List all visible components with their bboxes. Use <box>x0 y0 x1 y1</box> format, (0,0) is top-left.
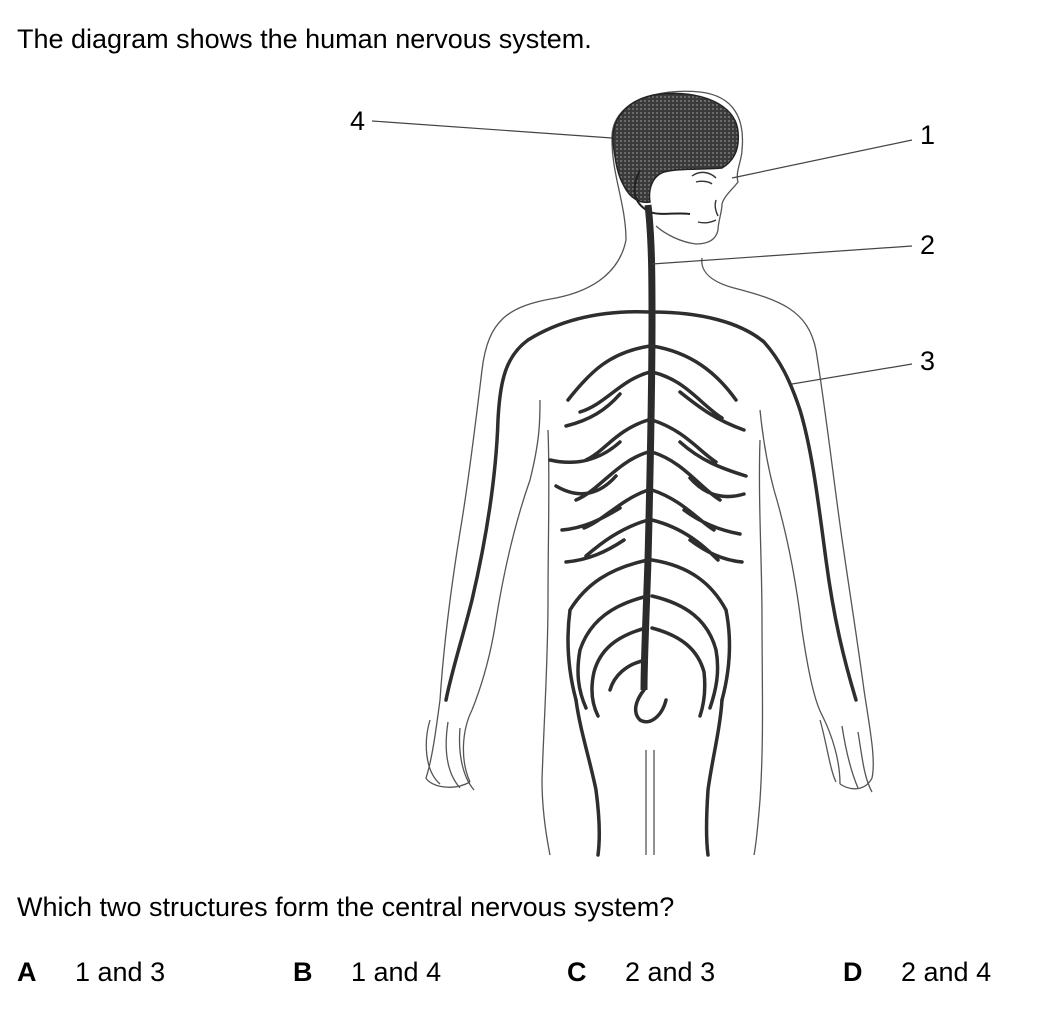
option-a-letter: A <box>17 957 37 987</box>
brain <box>612 92 740 204</box>
answer-options: A 1 and 3 B 1 and 4 C 2 and 3 D 2 and 4 <box>17 955 1037 991</box>
label-4: 4 <box>350 106 366 136</box>
label-1: 1 <box>920 120 936 150</box>
body-illustration <box>371 90 913 857</box>
option-d[interactable]: D 2 and 4 <box>843 955 991 989</box>
option-b-letter: B <box>293 957 313 987</box>
question-text: Which two structures form the central ne… <box>17 892 675 922</box>
option-b[interactable]: B 1 and 4 <box>293 955 441 989</box>
option-b-text: 1 and 4 <box>351 957 442 987</box>
option-c[interactable]: C 2 and 3 <box>567 955 715 989</box>
face-features <box>691 171 719 224</box>
intro-text: The diagram shows the human nervous syst… <box>17 24 592 54</box>
option-a[interactable]: A 1 and 3 <box>17 955 165 989</box>
callout-lines <box>371 120 913 385</box>
label-3: 3 <box>920 346 936 376</box>
label-2: 2 <box>920 230 936 260</box>
option-a-text: 1 and 3 <box>75 957 166 987</box>
peripheral-nerves <box>444 309 858 857</box>
spinal-cord <box>640 204 656 691</box>
option-c-letter: C <box>567 957 587 987</box>
option-d-text: 2 and 4 <box>901 957 992 987</box>
nervous-system-diagram: 4 1 2 3 <box>350 90 936 857</box>
option-c-text: 2 and 3 <box>625 957 716 987</box>
body-outline <box>425 90 874 856</box>
option-d-letter: D <box>843 957 863 987</box>
